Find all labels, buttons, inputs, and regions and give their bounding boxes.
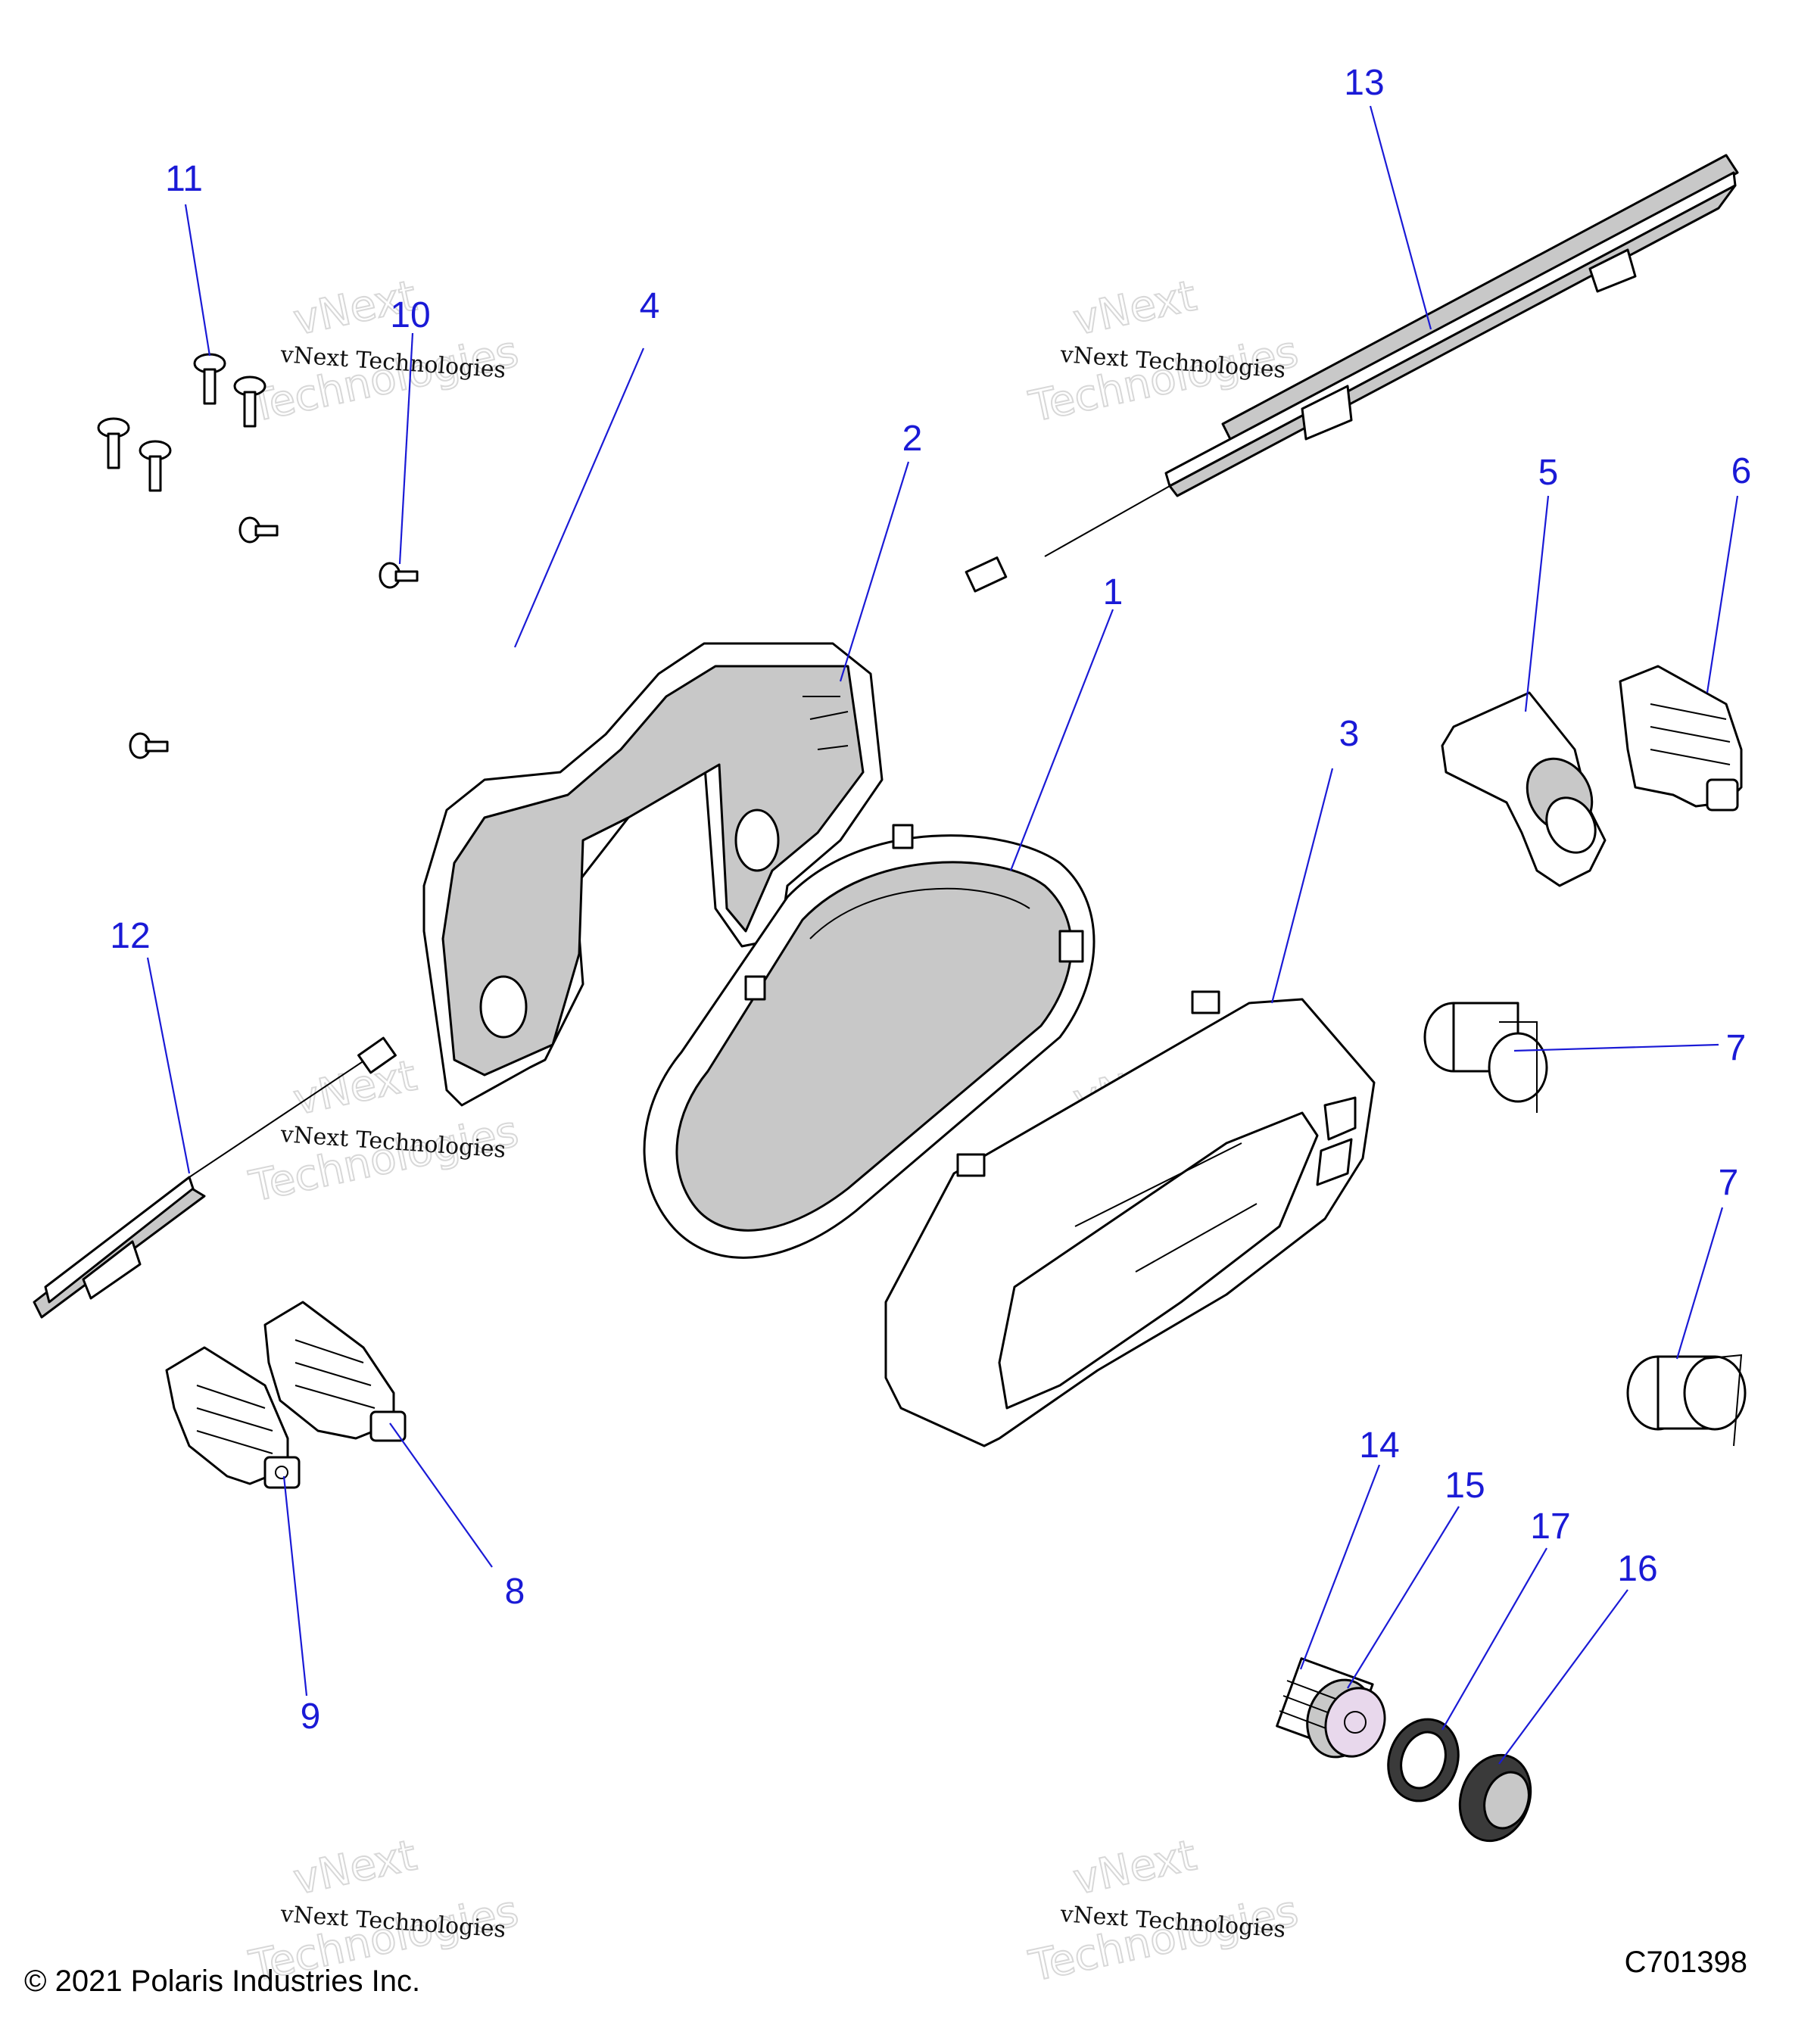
callout-4[interactable]: 4 <box>640 286 660 326</box>
leader-7b <box>1675 1207 1724 1360</box>
watermark-logo-top: vNext <box>1069 1831 1201 1905</box>
callout-9[interactable]: 9 <box>301 1697 321 1737</box>
callout-13[interactable]: 13 <box>1344 63 1384 103</box>
callout-1[interactable]: 1 <box>1103 572 1124 612</box>
callout-2[interactable]: 2 <box>902 419 923 459</box>
watermark-logo-top: vNext <box>289 1831 421 1905</box>
watermark-logo-top: vNext <box>1069 271 1201 345</box>
part-15-outlet-cap <box>1324 1687 1386 1758</box>
callout-5[interactable]: 5 <box>1538 453 1559 493</box>
callout-10[interactable]: 10 <box>390 295 430 335</box>
fasteners <box>97 353 419 759</box>
callout-7b[interactable]: 7 <box>1719 1163 1739 1203</box>
screw-1 <box>238 516 279 544</box>
leader-16 <box>1498 1589 1628 1765</box>
leader-6 <box>1706 495 1739 693</box>
part-8-switch <box>263 1301 407 1442</box>
leader-8 <box>389 1422 493 1568</box>
callout-15[interactable]: 15 <box>1445 1466 1485 1506</box>
callout-16[interactable]: 16 <box>1617 1549 1657 1589</box>
leader-10 <box>398 332 414 565</box>
callout-3[interactable]: 3 <box>1339 714 1360 754</box>
callout-12[interactable]: 12 <box>110 916 150 956</box>
part-16-outlet-nut <box>1458 1753 1532 1843</box>
part-6-rocker-switch <box>1619 665 1743 812</box>
part-13-light-strip <box>965 154 1739 593</box>
part-7-cap-lower <box>1626 1354 1747 1447</box>
part-7-cap-upper <box>1423 1002 1548 1113</box>
callout-labels: 1 2 3 4 5 6 7 7 8 9 10 11 12 13 14 15 16… <box>110 63 1751 1737</box>
watermark-1: vNext Technologies <box>245 270 523 432</box>
bolt-1 <box>193 353 226 405</box>
copyright-text: © 2021 Polaris Industries Inc. <box>24 1965 420 1998</box>
leader-12 <box>146 957 191 1174</box>
leader-14 <box>1299 1464 1381 1670</box>
leader-5 <box>1524 495 1550 712</box>
leader-13 <box>1369 105 1432 330</box>
leader-9 <box>282 1475 308 1697</box>
part-1-gauge-cluster <box>643 824 1095 1259</box>
leader-2 <box>839 461 910 682</box>
part-5-ignition-switch <box>1441 691 1607 887</box>
leader-lines <box>146 105 1739 1765</box>
part-2-rear-housing <box>422 642 884 1107</box>
watermark-logo-top: vNext <box>289 1051 421 1125</box>
bolt-2 <box>233 375 266 428</box>
part-9-switch <box>165 1346 301 1489</box>
watermark-6: vNext Technologies <box>1024 1830 1303 1992</box>
leader-11 <box>184 204 211 357</box>
leader-7a <box>1513 1043 1719 1052</box>
screw-2 <box>379 562 419 589</box>
callout-6[interactable]: 6 <box>1731 451 1752 491</box>
bolt-4 <box>139 440 172 492</box>
screw-3 <box>129 732 169 759</box>
leader-3 <box>1270 768 1334 1004</box>
leader-15 <box>1347 1506 1460 1689</box>
part-17-retaining-ring <box>1387 1718 1460 1803</box>
callout-8[interactable]: 8 <box>505 1572 525 1612</box>
diagram-id: C701398 <box>1625 1946 1747 1979</box>
callout-14[interactable]: 14 <box>1359 1426 1399 1466</box>
callout-11[interactable]: 11 <box>165 159 203 199</box>
part-3-front-bezel <box>884 990 1376 1447</box>
leader-17 <box>1441 1547 1547 1731</box>
part-12-light-strip <box>33 1036 397 1319</box>
callout-17[interactable]: 17 <box>1530 1507 1570 1547</box>
leader-1 <box>1009 609 1114 871</box>
bolt-3 <box>97 417 130 469</box>
leader-4 <box>513 347 645 648</box>
callout-7a[interactable]: 7 <box>1726 1028 1747 1068</box>
